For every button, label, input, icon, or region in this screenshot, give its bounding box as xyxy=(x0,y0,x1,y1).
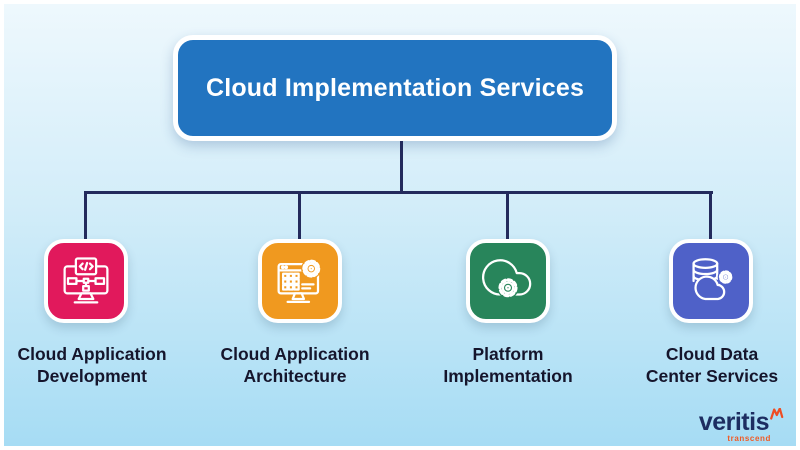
connector-drop-3 xyxy=(506,193,509,240)
branch-label-line2: Architecture xyxy=(243,365,347,386)
branch-label-line1: Cloud Data xyxy=(665,344,759,364)
branch-label-line1: Cloud Application xyxy=(17,344,167,364)
brand-tagline: transcend xyxy=(727,434,771,443)
veritis-logo: veritis transcend xyxy=(698,408,784,443)
branch-label-line2: Development xyxy=(37,365,147,386)
connector-drop-1 xyxy=(84,193,87,240)
branch-label-line1: Platform xyxy=(472,344,544,364)
branch-card-development xyxy=(44,239,128,323)
branch-label-platform: Platform Implementation xyxy=(408,344,608,387)
branch-label-line2: Implementation xyxy=(443,365,573,386)
branch-label-line2: Center Services xyxy=(645,365,779,386)
logo-mark-icon xyxy=(770,408,784,420)
branch-card-platform xyxy=(466,239,550,323)
branch-label-data-center: Cloud Data Center Services xyxy=(612,344,800,387)
monitor-gear-icon xyxy=(277,258,322,303)
connector-stem xyxy=(400,141,403,192)
branch-card-architecture xyxy=(258,239,342,323)
title-box: Cloud Implementation Services xyxy=(173,35,617,141)
code-monitor-icon xyxy=(63,257,109,304)
connector-drop-4 xyxy=(709,193,712,240)
branch-label-architecture: Cloud Application Architecture xyxy=(195,344,395,387)
database-cloud-gear-icon xyxy=(692,258,734,301)
branch-card-data-center xyxy=(669,239,753,323)
cloud-gear-icon xyxy=(481,259,532,299)
page-title: Cloud Implementation Services xyxy=(205,73,585,102)
connector-drop-2 xyxy=(298,193,301,240)
branch-label-line1: Cloud Application xyxy=(220,344,370,364)
brand-name: veritis xyxy=(698,408,770,436)
connector-horizontal xyxy=(84,191,713,194)
branch-label-development: Cloud Application Development xyxy=(0,344,192,387)
